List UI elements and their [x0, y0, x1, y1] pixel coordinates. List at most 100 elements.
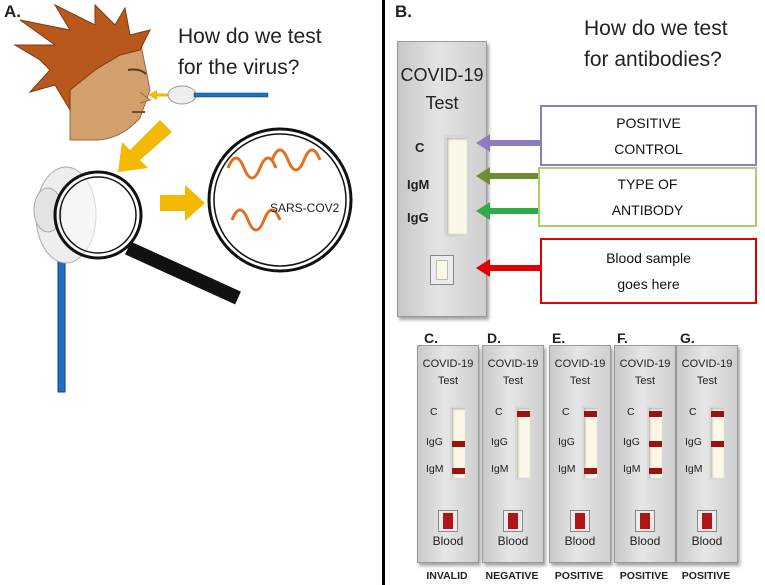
result-band [649, 468, 662, 474]
blood-well [697, 510, 717, 532]
result-test-strip [450, 406, 467, 480]
callout-arrows [476, 134, 543, 277]
callout-blood-line-2: goes here [617, 276, 680, 292]
marker-igg: IgG [407, 210, 429, 225]
callout-positive-control: POSITIVE CONTROL [540, 105, 757, 166]
red-arrow-icon [476, 259, 543, 277]
result-cassette-title-1: COVID-19 [554, 358, 606, 370]
result-cassette-title-1: COVID-19 [422, 358, 474, 370]
hair-icon [13, 3, 151, 112]
blood-well [503, 510, 523, 532]
result-marker: IgM [623, 463, 641, 475]
purple-arrow-icon [476, 134, 543, 152]
callout-antibody-line-2: ANTIBODY [611, 202, 684, 218]
result-label: INVALID [426, 570, 468, 582]
sample-well [430, 255, 454, 285]
result-marker: C [562, 406, 570, 418]
result-marker: C [627, 406, 635, 418]
result-panel-label: F. [617, 330, 628, 346]
callout-blood-line-1: Blood sample [606, 250, 691, 266]
result-band [711, 411, 724, 417]
green-arrow-icon [476, 202, 543, 220]
result-marker: C [430, 406, 438, 418]
blood-label: Blood [691, 534, 723, 548]
olive-arrow-icon [476, 167, 543, 185]
result-marker: IgG [491, 436, 508, 448]
result-panel-label: C. [424, 330, 438, 346]
result-test-strip [515, 406, 532, 480]
result-marker: C [495, 406, 503, 418]
result-marker: IgM [491, 463, 509, 475]
blood-label: Blood [564, 534, 596, 548]
virus-question-line-1: How do we test [178, 25, 322, 48]
result-label: POSITIVE [681, 570, 731, 582]
callout-type-of-antibody: TYPE OF ANTIBODY [538, 167, 757, 227]
result-marker: IgG [426, 436, 443, 448]
result-panel-label: E. [552, 330, 566, 346]
result-band [517, 411, 530, 417]
callout-positive-control-line-1: POSITIVE [616, 114, 681, 131]
result-test-strip [709, 406, 726, 480]
result-cassette-title-1: COVID-19 [487, 358, 539, 370]
panel-a-label: A. [4, 2, 21, 21]
marker-igm: IgM [407, 177, 430, 192]
cassette-title-line-2: Test [425, 93, 459, 113]
result-cassette-title-1: COVID-19 [681, 358, 733, 370]
blood-label: Blood [432, 534, 464, 548]
virus-label: SARS-COV2 [270, 201, 340, 215]
result-label: NEGATIVE [485, 570, 539, 582]
result-cassette-title-1: COVID-19 [619, 358, 671, 370]
blood-well [635, 510, 655, 532]
result-cassette-title-2: Test [437, 375, 459, 387]
yellow-arrow-right-icon [160, 185, 205, 221]
virus-test-illustration [13, 3, 353, 393]
result-panel-label: G. [680, 330, 695, 346]
callout-blood-sample: Blood sample goes here [540, 238, 757, 304]
result-cassette-title-2: Test [502, 375, 524, 387]
swab-arrow-icon [148, 90, 170, 100]
result-marker: IgG [685, 436, 702, 448]
test-strip-window [444, 135, 470, 237]
magnifying-glass-icon [53, 170, 241, 305]
antibody-test-question: How do we test for antibodies? [584, 13, 728, 75]
result-label: POSITIVE [619, 570, 669, 582]
blood-drop-icon [575, 513, 585, 529]
result-cassette-title-2: Test [696, 375, 718, 387]
cassette-title-line-1: COVID-19 [400, 65, 484, 85]
test-cassette-diagram: COVID-19 Test C IgM IgG [397, 41, 487, 317]
result-band [649, 411, 662, 417]
virus-question-line-2: for the virus? [178, 56, 300, 79]
blood-drop-icon [702, 513, 712, 529]
antibody-question-line-1: How do we test [584, 17, 728, 40]
result-marker: IgG [623, 436, 640, 448]
result-band [649, 441, 662, 447]
result-band [711, 441, 724, 447]
result-band [452, 441, 465, 447]
blood-well [570, 510, 590, 532]
result-test-strip [582, 406, 599, 480]
result-label: POSITIVE [554, 570, 604, 582]
result-marker: C [689, 406, 697, 418]
marker-c: C [415, 140, 425, 155]
rna-strand-icon [226, 148, 322, 232]
result-test-strip [647, 406, 664, 480]
blood-drop-icon [443, 513, 453, 529]
panel-divider [382, 0, 385, 585]
result-marker: IgM [426, 463, 444, 475]
blood-drop-icon [640, 513, 650, 529]
virus-zoom-circle [207, 127, 353, 273]
result-cassette-title-2: Test [569, 375, 591, 387]
yellow-arrow-down-icon [118, 120, 172, 172]
virus-test-question: How do we test for the virus? [178, 21, 322, 83]
blood-label: Blood [497, 534, 529, 548]
nasal-swab-icon [167, 85, 269, 105]
result-panel-label: D. [487, 330, 501, 346]
result-band [452, 468, 465, 474]
panel-b-label: B. [395, 2, 412, 21]
result-marker: IgM [685, 463, 703, 475]
antibody-question-line-2: for antibodies? [584, 48, 722, 71]
